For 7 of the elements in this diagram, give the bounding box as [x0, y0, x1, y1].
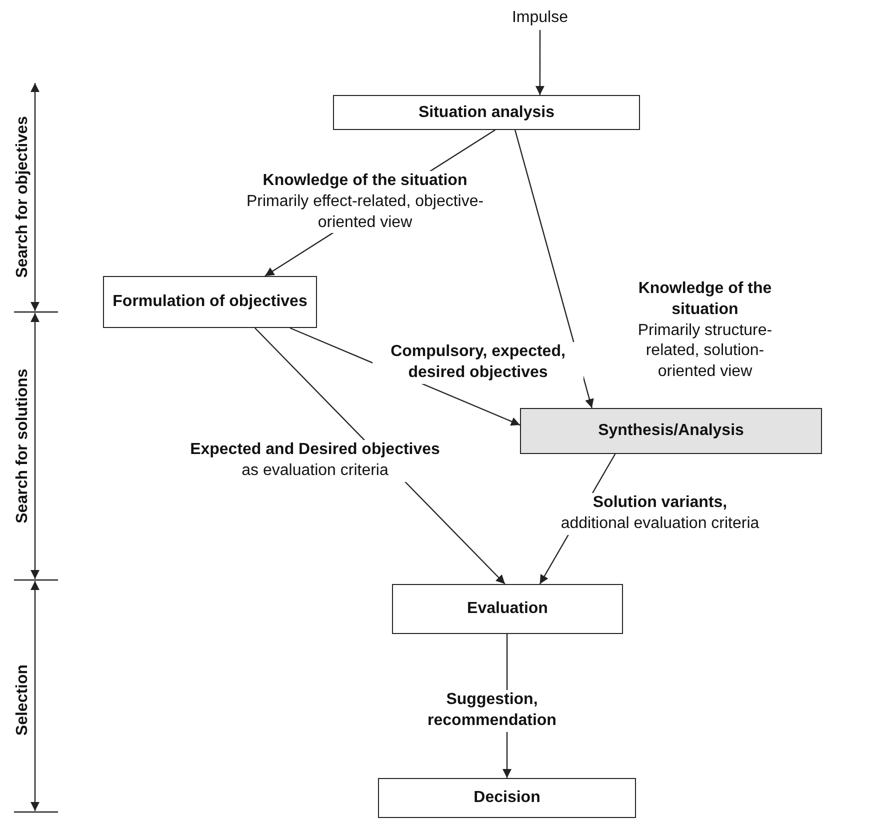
- arrow: [535, 30, 544, 95]
- process-box: Evaluation: [392, 584, 623, 634]
- process-box: Decision: [378, 778, 636, 818]
- process-box: Formulation of objectives: [103, 276, 317, 328]
- edge-label: Compulsory, expected, desired objectives: [372, 342, 584, 384]
- process-box: Synthesis/Analysis: [520, 408, 822, 454]
- process-box: Situation analysis: [333, 95, 640, 130]
